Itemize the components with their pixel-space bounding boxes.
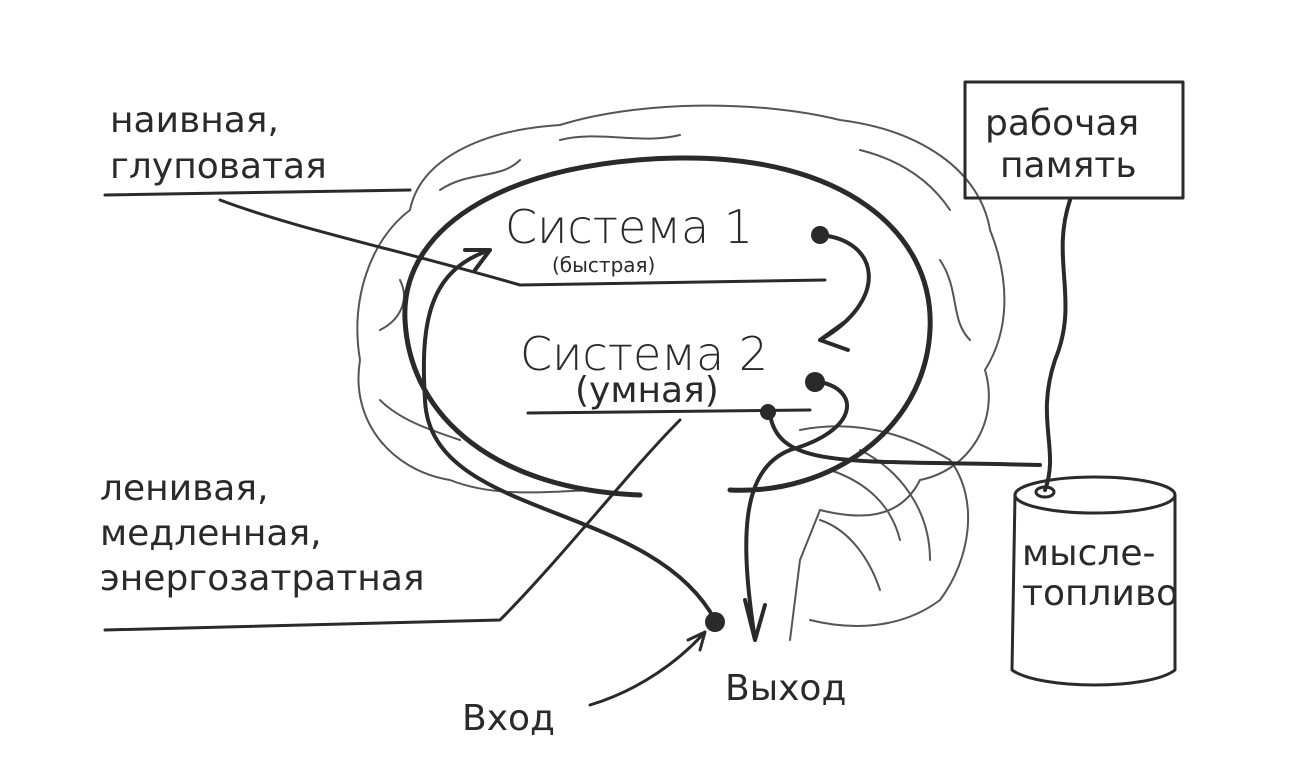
naive-label-line1: наивная,	[110, 100, 279, 141]
lazy-label-line2: медленная,	[100, 513, 322, 554]
memory-label-line1: рабочая	[985, 103, 1139, 144]
s2-node	[805, 372, 825, 392]
fuel-label-line2: топливо	[1022, 573, 1178, 614]
lazy-label-line1: ленивая,	[100, 468, 268, 509]
fuel-line	[768, 413, 1042, 467]
output-flow-arrow	[743, 380, 849, 642]
memory-to-fuel-line	[1043, 198, 1072, 492]
input-label: Вход	[462, 698, 555, 739]
input-label-arrow	[588, 630, 707, 707]
working-memory-box	[963, 80, 1185, 200]
s1-node	[811, 226, 829, 244]
memory-label-line2: память	[1000, 145, 1137, 186]
system1-subtitle: (быстрая)	[552, 253, 655, 277]
input-flow-arrow	[421, 248, 717, 622]
input-node	[705, 612, 725, 632]
naive-label-line2: глуповатая	[110, 146, 327, 187]
brain-sketch	[356, 104, 1006, 641]
fuel-label-line1: мысле-	[1022, 533, 1156, 574]
fuel-node	[760, 404, 776, 420]
output-label: Выход	[725, 668, 846, 709]
naive-pointer-line	[103, 188, 827, 287]
system2-label: Система 2	[520, 327, 768, 381]
lazy-label-line3: энергозатратная	[100, 558, 425, 599]
system1-label: Система 1	[505, 200, 753, 254]
s1-to-s2-arrow	[818, 233, 871, 352]
system-oval	[402, 155, 933, 498]
system2-subtitle: (умная)	[575, 370, 719, 411]
thought-fuel-can	[1010, 475, 1177, 687]
